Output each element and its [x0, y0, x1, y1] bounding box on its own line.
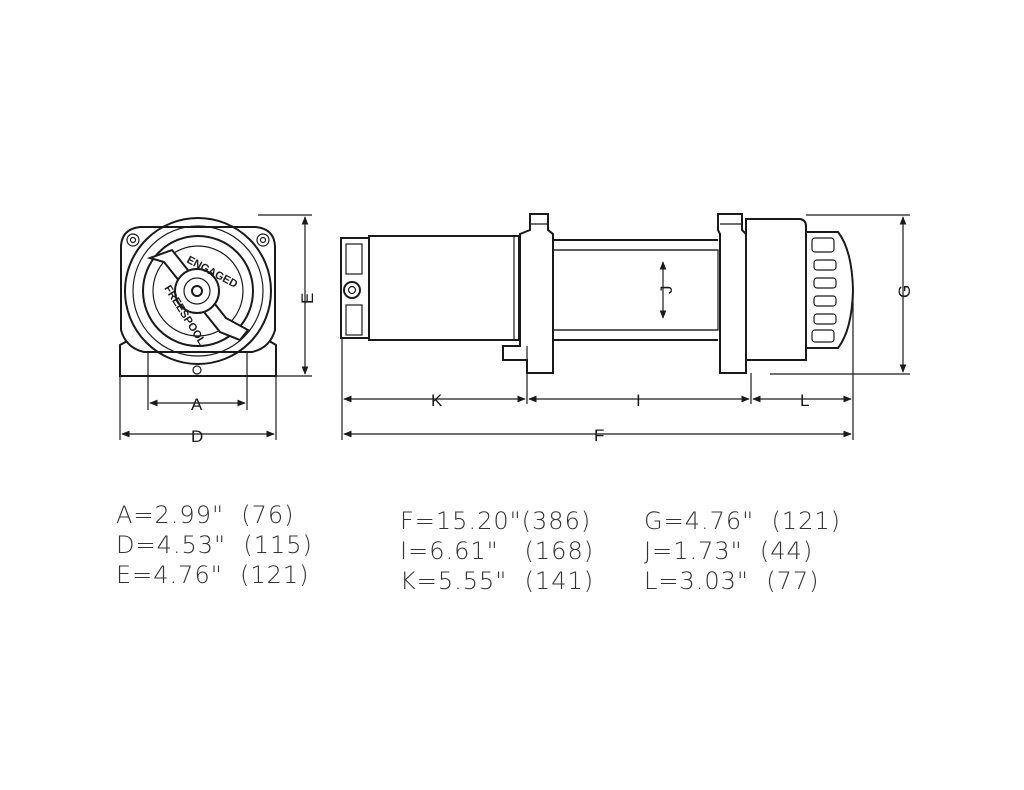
- spec-column-right: G=4.76" (121) J=1.73" (44) L=3.03" (77): [644, 506, 841, 596]
- dim-label-j: J: [657, 286, 676, 295]
- base-bolt-hole: [192, 365, 202, 375]
- dim-label-a: A: [191, 395, 203, 414]
- spec-e: E=4.76" (121): [116, 561, 310, 589]
- cable-drum: [552, 249, 719, 331]
- dim-label-d: D: [191, 427, 203, 446]
- front-view: ENGAGED FREESPOOL: [119, 217, 277, 377]
- dim-label-l: L: [800, 391, 809, 410]
- spec-i: I=6.61" (168): [400, 537, 595, 565]
- spec-f: F=15.20"(386): [400, 507, 592, 535]
- dim-label-i: I: [636, 391, 641, 410]
- gearbox-housing: [745, 218, 807, 361]
- motor-terminal: [343, 281, 361, 299]
- dim-label-f: F: [594, 426, 604, 445]
- clutch-knob-hub: [174, 268, 220, 314]
- spec-j: J=1.73" (44): [644, 537, 814, 565]
- dim-label-k: K: [431, 391, 443, 410]
- spec-column-left: A=2.99" (76) D=4.53" (115) E=4.76" (121): [116, 500, 313, 590]
- dim-label-g: G: [895, 285, 914, 298]
- dim-label-e: E: [298, 293, 317, 304]
- spec-a: A=2.99" (76): [116, 501, 295, 529]
- spec-l: L=3.03" (77): [644, 567, 820, 595]
- front-view-dimensions: A D E: [119, 214, 317, 446]
- spec-k: K=5.55" (141): [400, 567, 595, 595]
- spec-g: G=4.76" (121): [644, 507, 841, 535]
- bolt-hole-top-right: [256, 233, 270, 247]
- motor-body: [368, 235, 520, 341]
- spec-column-middle: F=15.20"(386) I=6.61" (168) K=5.55" (141…: [400, 506, 594, 596]
- bolt-hole-top-left: [126, 233, 140, 247]
- side-view-dimensions: K I L F G J: [341, 214, 914, 445]
- spec-d: D=4.53" (115): [116, 531, 313, 559]
- side-view: [340, 213, 855, 374]
